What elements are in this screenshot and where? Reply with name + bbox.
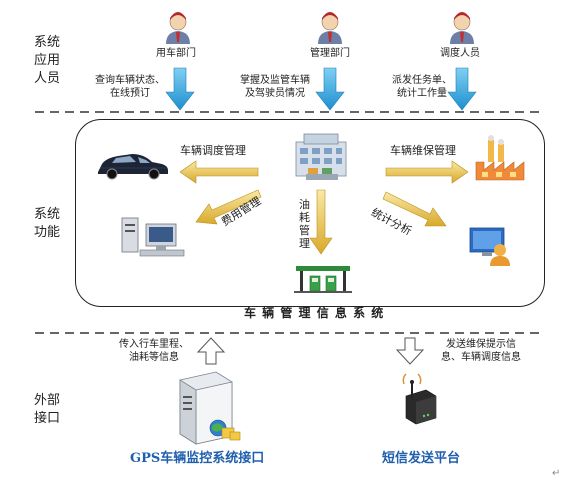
section-interfaces-line2: 接口	[34, 411, 61, 426]
down-arrow-right	[447, 67, 477, 111]
person-icon-right	[450, 12, 474, 44]
maintenance-management-label: 车辆维保管理	[390, 144, 456, 157]
router-icon	[402, 373, 437, 425]
system-title: 车 辆 管 理 信 息 系 统	[244, 306, 385, 320]
role-left-note-line2: 在线预订	[110, 88, 150, 99]
stats-user-icon	[469, 227, 510, 266]
arrow-to-cost	[195, 189, 262, 225]
factory-icon	[475, 135, 525, 181]
building-icon	[295, 133, 347, 180]
sms-note-line2: 息、车辆调度信息	[441, 352, 521, 363]
section-users-line2: 应用	[34, 53, 61, 68]
sms-note-line1: 发送维保提示信	[446, 339, 516, 350]
role-right-note: 派发任务单、 统计工作量	[390, 74, 454, 100]
fuel-char-3: 管	[299, 224, 310, 237]
section-users-line1: 系统	[34, 35, 61, 50]
sms-note: 发送维保提示信 息、车辆调度信息	[426, 338, 536, 364]
role-left-label: 用车部门	[156, 48, 196, 59]
dispatch-management-label: 车辆调度管理	[180, 144, 246, 157]
car-icon	[98, 154, 168, 180]
section-users-label: 系统 应用 人员	[34, 34, 74, 88]
paragraph-mark: ↵	[552, 468, 561, 479]
role-right-note-line1: 派发任务单、	[392, 75, 452, 86]
section-functions-label: 系统 功能	[34, 206, 74, 242]
up-arrow-gps	[196, 337, 226, 365]
gps-interface-label: GPS车辆监控系统接口	[130, 451, 265, 466]
gps-note-line1: 传入行车里程、	[119, 339, 189, 350]
section-functions-line1: 系统	[34, 207, 61, 222]
person-icon-left	[166, 12, 190, 44]
arrow-to-dispatch	[179, 160, 259, 184]
arrow-to-stats	[382, 191, 447, 227]
down-arrow-left	[165, 67, 195, 111]
role-right-note-line2: 统计工作量	[397, 88, 447, 99]
fuel-char-1: 油	[299, 198, 310, 211]
section-interfaces-line1: 外部	[34, 393, 61, 408]
server-icon	[179, 371, 241, 445]
section-interfaces-label: 外部 接口	[34, 392, 74, 428]
gas-station-icon	[294, 266, 352, 293]
section-users-line3: 人员	[34, 71, 61, 86]
person-icon-middle	[318, 12, 342, 44]
fuel-char-2: 耗	[299, 211, 310, 224]
role-middle-label: 管理部门	[310, 48, 350, 59]
arrow-to-maintenance	[385, 160, 469, 184]
role-right-label: 调度人员	[440, 48, 480, 59]
system-frame	[75, 119, 545, 307]
fuel-management-label: 油 耗 管 理	[299, 198, 313, 250]
down-arrow-sms	[395, 337, 425, 365]
role-middle-note: 掌握及监管车辆 及驾驶员情况	[232, 74, 318, 100]
gps-note: 传入行车里程、 油耗等信息	[104, 338, 204, 364]
computer-icon	[121, 217, 185, 257]
arrow-to-fuel	[309, 189, 333, 255]
down-arrow-middle	[315, 67, 345, 111]
gps-note-line2: 油耗等信息	[129, 352, 179, 363]
role-left-note-line1: 查询车辆状态、	[95, 75, 165, 86]
role-middle-note-line2: 及驾驶员情况	[245, 88, 305, 99]
fuel-char-4: 理	[299, 237, 310, 250]
sms-platform-label: 短信发送平台	[382, 451, 461, 466]
role-middle-note-line1: 掌握及监管车辆	[240, 75, 310, 86]
section-functions-line2: 功能	[34, 225, 61, 240]
role-left-note: 查询车辆状态、 在线预订	[90, 74, 170, 100]
